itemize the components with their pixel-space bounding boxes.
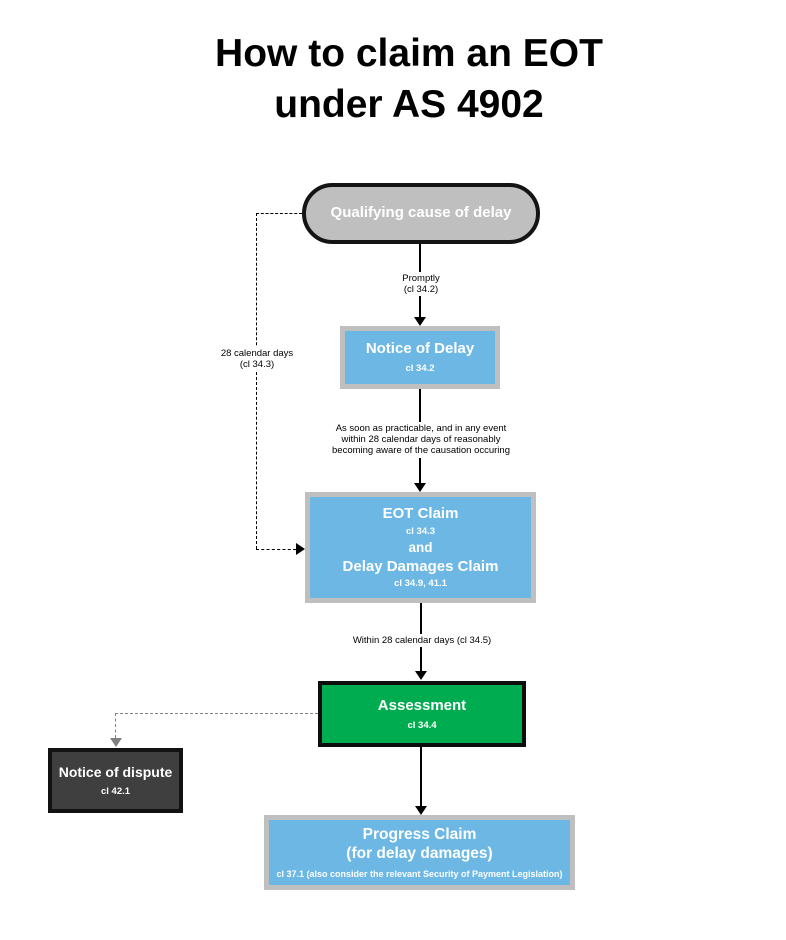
node-label: Assessment — [377, 696, 467, 714]
arrowhead-notice-of-dispute — [110, 738, 122, 747]
dashed-connector-into-eot — [256, 549, 296, 550]
node-eot-claim: EOT Claim cl 34.3 and Delay Damages Clai… — [305, 492, 536, 603]
node-clause: cl 34.2 — [405, 363, 435, 375]
arrowhead-into-eot-claim — [296, 543, 305, 555]
node-clause: cl 37.1 (also consider the relevant Secu… — [276, 869, 563, 880]
node-label: Qualifying cause of delay — [330, 204, 512, 222]
label-within-28-days: Within 28 calendar days (cl 34.5) — [349, 634, 495, 648]
dashed-connector-assessment-to-dispute — [115, 713, 318, 714]
dashed-connector-dispute-vertical — [115, 713, 116, 738]
node-clause: cl 34.3 — [405, 525, 436, 537]
node-and-label: and — [408, 540, 433, 555]
arrowhead-eot-claim — [414, 483, 426, 492]
dashed-connector-28days-vertical — [256, 213, 257, 549]
node-assessment: Assessment cl 34.4 — [318, 681, 526, 747]
arrowhead-progress-claim — [415, 806, 427, 815]
node-subtitle: Delay Damages Claim — [342, 558, 499, 575]
page-title: How to claim an EOT under AS 4902 — [215, 32, 603, 127]
connector-assessment-to-progress — [420, 747, 422, 807]
node-label: Notice of dispute — [58, 764, 173, 781]
node-label: Notice of Delay — [365, 340, 475, 358]
arrowhead-notice-of-delay — [414, 317, 426, 326]
label-promptly: Promptly (cl 34.2) — [399, 272, 443, 297]
node-title: Progress Claim (for delay damages) — [346, 825, 493, 863]
node-clause: cl 34.4 — [407, 719, 437, 731]
node-notice-of-dispute: Notice of dispute cl 42.1 — [48, 748, 183, 813]
dashed-connector-pill-left — [256, 213, 302, 214]
arrowhead-assessment — [415, 671, 427, 680]
node-notice-of-delay: Notice of Delay cl 34.2 — [340, 326, 500, 389]
label-as-soon-as-practicable: As soon as practicable, and in any event… — [329, 422, 513, 458]
node-title: EOT Claim — [382, 505, 459, 523]
node-clause-2: cl 34.9, 41.1 — [394, 578, 447, 590]
label-28-calendar-days: 28 calendar days (cl 34.3) — [217, 347, 297, 372]
node-clause: cl 42.1 — [100, 785, 131, 797]
node-progress-claim: Progress Claim (for delay damages) cl 37… — [264, 815, 575, 890]
node-qualifying-cause-of-delay: Qualifying cause of delay — [302, 183, 540, 244]
